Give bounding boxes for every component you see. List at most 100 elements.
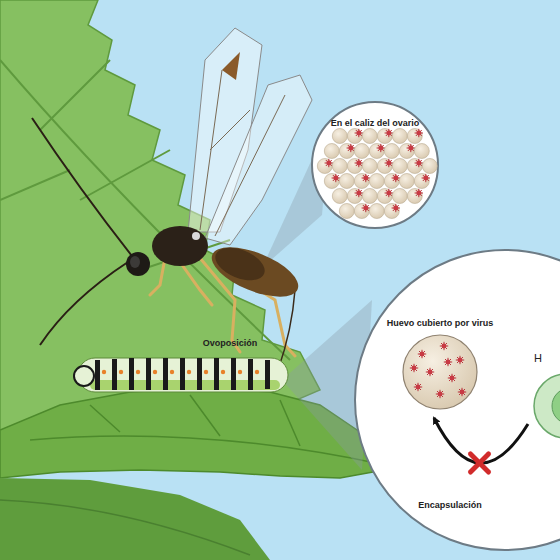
egg-cell	[347, 189, 362, 204]
egg-cell	[407, 189, 422, 204]
virus-core	[416, 161, 421, 166]
egg-cell	[362, 129, 377, 144]
egg-cell	[399, 174, 414, 189]
virus-core	[363, 206, 368, 211]
egg-drawing	[400, 332, 480, 412]
virus	[426, 368, 434, 376]
virus	[410, 364, 418, 372]
leaf	[0, 0, 320, 450]
virus	[385, 189, 393, 197]
egg-cell	[407, 129, 422, 144]
ovipositor	[278, 290, 295, 370]
virus-core	[416, 191, 421, 196]
virus	[392, 204, 400, 212]
virus-core	[423, 176, 428, 181]
egg-cell	[362, 159, 377, 174]
virus-core	[438, 392, 443, 397]
egg-cell	[384, 144, 399, 159]
virus	[385, 129, 393, 137]
egg-cell	[347, 159, 362, 174]
virus-core	[386, 161, 391, 166]
wing-base	[192, 232, 200, 240]
egg-cell	[414, 144, 429, 159]
virus-core	[460, 390, 465, 395]
virus	[415, 189, 423, 197]
hemocyte	[534, 374, 560, 438]
wasp-antenna	[40, 262, 128, 345]
calyx-zoom-circle: En el caliz del ovario	[310, 100, 440, 230]
egg-cell	[377, 159, 392, 174]
zoom-circle	[355, 250, 560, 550]
virus-core	[333, 176, 338, 181]
egg-cell	[339, 174, 354, 189]
virus-core	[393, 206, 398, 211]
hemocyte-nucleus	[552, 388, 560, 424]
hemocyte-drawing	[530, 366, 560, 446]
virus-core	[446, 360, 451, 365]
egg-cell	[377, 129, 392, 144]
virus	[355, 159, 363, 167]
egg-cell	[339, 204, 354, 219]
wasp-antenna	[32, 118, 132, 256]
virus	[362, 204, 370, 212]
egg-cell	[369, 204, 384, 219]
virus-core	[412, 366, 417, 371]
leaf	[0, 478, 270, 560]
virus-core	[408, 146, 413, 151]
virus-core	[386, 191, 391, 196]
virus-core	[428, 370, 433, 375]
virus-core	[378, 146, 383, 151]
egg-cell	[422, 159, 437, 174]
caterpillar-spots	[102, 370, 259, 374]
virus	[355, 129, 363, 137]
virus	[347, 144, 355, 152]
egg-node: Huevo cubierto por virus	[380, 318, 500, 412]
process-label: Ovoposición	[203, 338, 258, 348]
virus	[458, 388, 466, 396]
wasp-abdomen	[211, 241, 270, 286]
virus	[444, 358, 452, 366]
virus	[436, 390, 444, 398]
node-heading: Huevo cubierto por virus	[380, 318, 500, 328]
egg-cell	[407, 159, 422, 174]
wasp-eye	[130, 256, 140, 268]
node-heading: En el caliz del ovario	[310, 100, 440, 128]
virus	[415, 129, 423, 137]
edge-label: Encapsulación	[418, 500, 482, 510]
virus-core	[356, 191, 361, 196]
egg-cell	[324, 174, 339, 189]
caterpillar-head	[74, 366, 94, 386]
caterpillar-body	[78, 358, 288, 392]
virus-core	[356, 161, 361, 166]
cell-label: H	[530, 352, 558, 365]
egg-cell	[369, 144, 384, 159]
wing-vein	[200, 70, 285, 236]
virus	[407, 144, 415, 152]
egg-cell	[354, 204, 369, 219]
hemocyte-node: H	[530, 352, 558, 444]
virus	[456, 356, 464, 364]
encapsulation-arrow	[434, 418, 528, 463]
egg-cell	[414, 174, 429, 189]
egg	[403, 335, 477, 409]
virus-core	[348, 146, 353, 151]
virus-core	[393, 176, 398, 181]
virus	[418, 350, 426, 358]
virus	[392, 174, 400, 182]
egg-cell	[332, 129, 347, 144]
egg-cell	[347, 129, 362, 144]
virus	[377, 144, 385, 152]
virus	[332, 174, 340, 182]
cross-stroke	[471, 454, 489, 472]
egg-cell	[392, 189, 407, 204]
egg-cell	[317, 159, 332, 174]
virus	[362, 174, 370, 182]
wasp-wing	[205, 75, 312, 245]
virus-core	[363, 176, 368, 181]
wasp-head	[126, 252, 150, 276]
egg-cell	[392, 129, 407, 144]
virus	[414, 383, 422, 391]
